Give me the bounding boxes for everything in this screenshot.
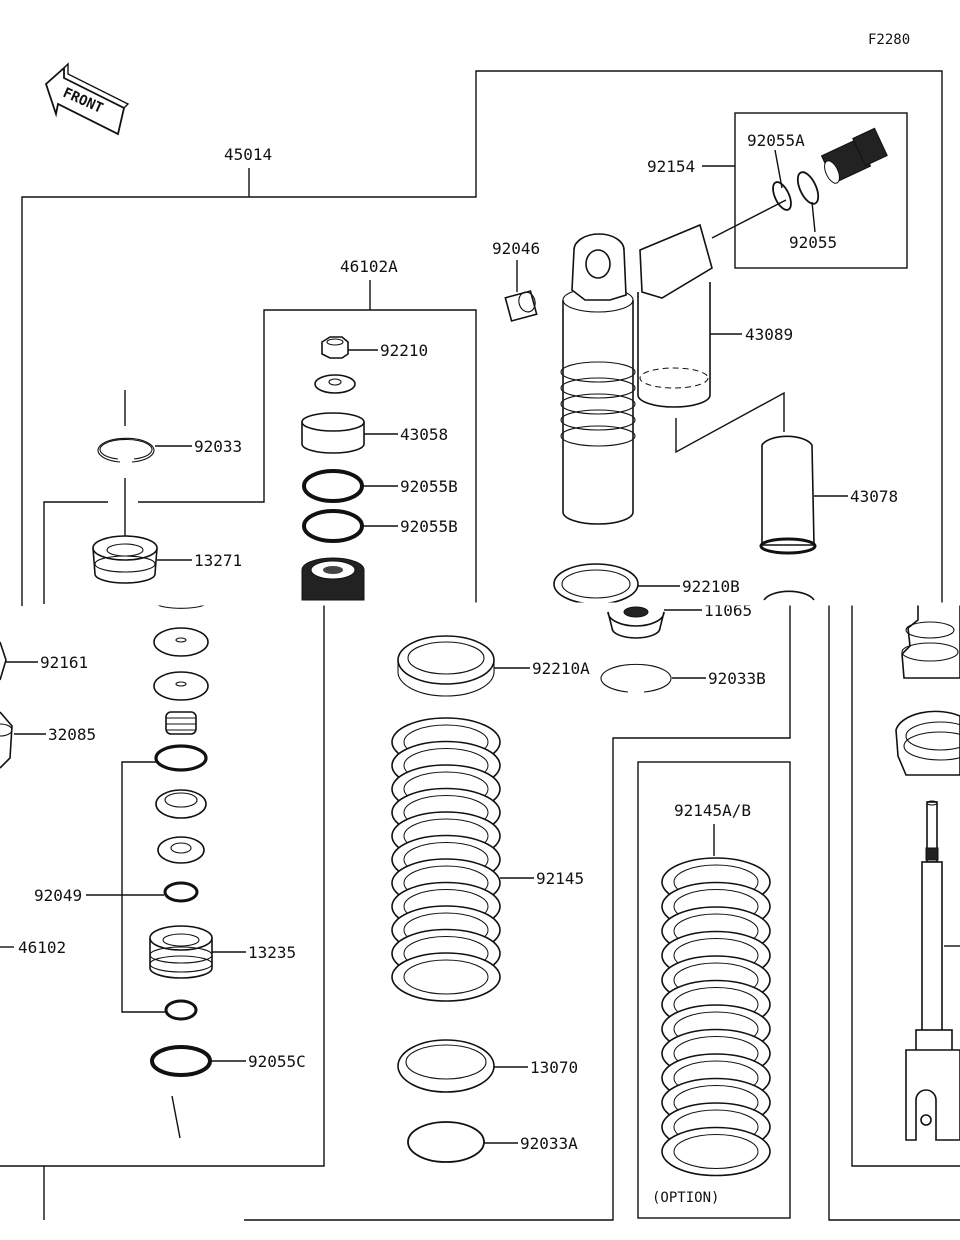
circlip-92033 — [97, 390, 192, 463]
piston-13235 — [149, 925, 246, 979]
bladder-43078 — [675, 391, 848, 555]
label-92055C: 92055C — [248, 1052, 306, 1071]
bracket-92049 — [86, 761, 199, 1021]
label-46102: 46102 — [18, 938, 66, 957]
label-92033: 92033 — [194, 437, 242, 456]
seal-block — [301, 557, 365, 601]
label-92055B-1: 92055B — [400, 477, 458, 496]
o-ring-92055 — [796, 171, 820, 233]
label-92154: 92154 — [647, 157, 695, 176]
washer — [314, 374, 356, 394]
assembly-frame-46102A — [43, 280, 477, 604]
spring-coil — [661, 1126, 771, 1177]
o-ring-92055C — [150, 1045, 246, 1139]
option-frame — [637, 761, 791, 1219]
label-92055: 92055 — [789, 233, 837, 252]
label-92055A: 92055A — [747, 131, 805, 150]
spring-92145 — [391, 717, 501, 1002]
ring-nut-92210B — [553, 563, 680, 605]
assembly-frame-right — [244, 604, 960, 1221]
bump-stop — [901, 603, 960, 679]
label-43089: 43089 — [745, 325, 793, 344]
part-92161 — [0, 641, 38, 681]
valve-cartridge — [820, 127, 888, 184]
label-92161: 92161 — [40, 653, 88, 672]
option-label: (OPTION) — [652, 1190, 719, 1206]
label-92033A: 92033A — [520, 1134, 578, 1153]
front-arrow-icon: FRONT — [44, 62, 130, 136]
bushing-13271 — [92, 478, 192, 584]
label-92145: 92145 — [536, 869, 584, 888]
part-32085 — [0, 711, 46, 769]
figure-code: F2280 — [868, 32, 910, 48]
label-13271: 13271 — [194, 551, 242, 570]
label-92210B: 92210B — [682, 577, 740, 596]
clip-92033A — [407, 1121, 518, 1163]
label-45014: 45014 — [224, 145, 272, 164]
spring-92145A-B — [661, 857, 771, 1177]
label-11065: 11065 — [704, 601, 752, 620]
label-92055B-2: 92055B — [400, 517, 458, 536]
collar-43058 — [301, 412, 398, 454]
shaft-clevis — [905, 800, 960, 1141]
label-92033B: 92033B — [708, 669, 766, 688]
spring-coil-inner — [403, 959, 489, 995]
label-92049: 92049 — [34, 886, 82, 905]
ring-nut-92210A — [397, 635, 530, 697]
o-ring-92055A — [772, 149, 792, 211]
o-ring-92055B-2 — [302, 509, 398, 543]
bearing-92046 — [504, 260, 538, 322]
label-43078: 43078 — [850, 487, 898, 506]
clip-92033B — [600, 663, 706, 693]
cap-11065 — [607, 590, 815, 639]
label-43058: 43058 — [400, 425, 448, 444]
spring-coil — [391, 952, 501, 1002]
label-92145A-B: 92145A/B — [674, 801, 751, 820]
o-ring-92055B-1 — [302, 469, 398, 503]
label-32085: 32085 — [48, 725, 96, 744]
label-92046: 92046 — [492, 239, 540, 258]
nut-92210 — [321, 336, 378, 359]
assembly-frame-45014 — [21, 70, 943, 606]
label-46102A: 46102A — [340, 257, 398, 276]
spring-seat-13070 — [397, 1039, 528, 1093]
label-13235: 13235 — [248, 943, 296, 962]
label-92210A: 92210A — [532, 659, 590, 678]
assembly-frame-46102 — [0, 604, 325, 1220]
spring-coil-inner — [673, 1134, 759, 1169]
shock-body — [560, 223, 742, 525]
assembly-frame-92154 — [702, 112, 908, 269]
shim-stack — [153, 603, 209, 864]
label-92210: 92210 — [380, 341, 428, 360]
bottom-cap — [895, 710, 960, 776]
label-13070: 13070 — [530, 1058, 578, 1077]
